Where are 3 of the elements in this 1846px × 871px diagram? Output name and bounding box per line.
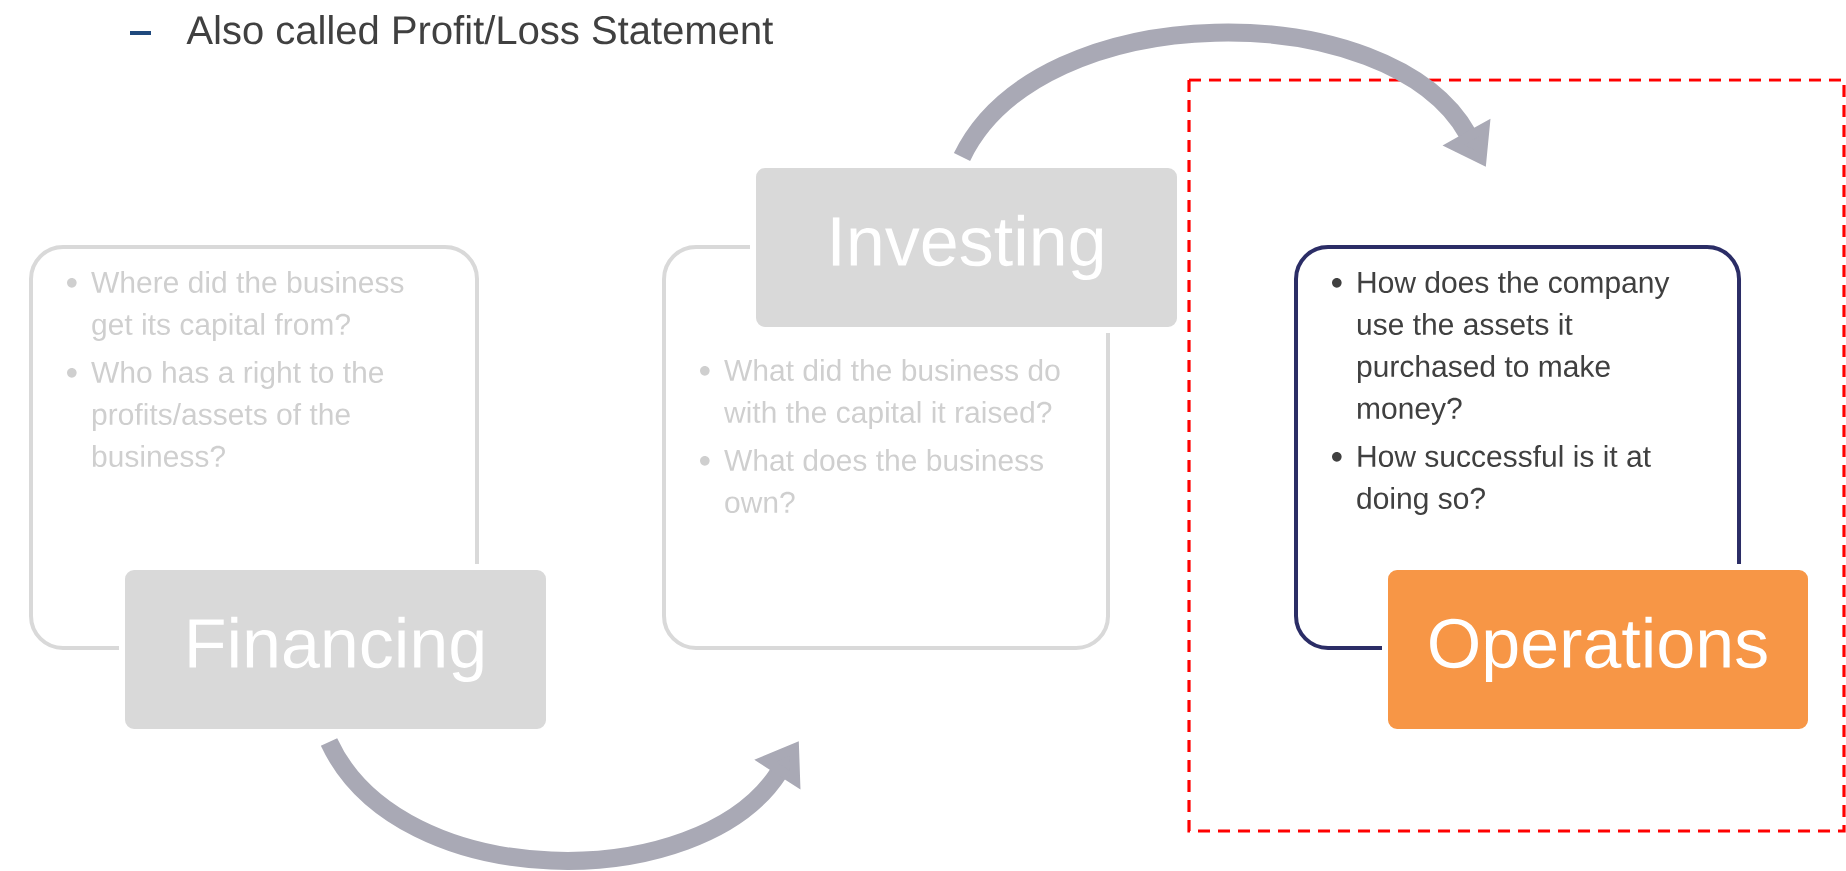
curved-arrow: [321, 737, 801, 870]
title-box: Operations: [1382, 564, 1814, 735]
note-text: Also called Profit/Loss Statement: [186, 15, 773, 45]
